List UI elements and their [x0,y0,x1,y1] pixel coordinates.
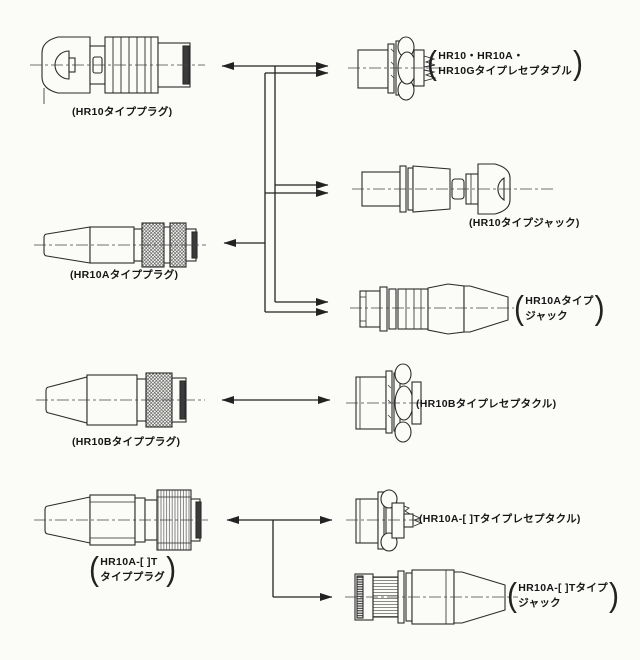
big-paren-close: ) [594,289,605,327]
label-hr10a-t-jack: ( HR10A-[ ]Tタイプ ジャック ) [506,576,620,614]
label-hr10a-t-plug: ( HR10A-[ ]T タイププラグ ) [88,550,177,588]
label-hr10a-jack: ( HR10Aタイプ ジャック ) [513,289,606,327]
big-paren-open: ( [514,289,525,327]
hr10a-t-plug-drawing [34,489,208,551]
hr10a-plug-drawing [34,222,206,268]
label-hr10-receptacle-line2: HR10Gタイプレセプタブル [438,65,573,77]
label-hr10b-plug: (HR10Bタイププラグ) [72,436,181,448]
label-hr10-receptacle: ( HR10・HR10A・ HR10Gタイプレセプタブル ) [426,44,584,82]
label-hr10-plug: (HR10タイププラグ) [72,106,173,118]
label-hr10a-t-jack-line1: HR10A-[ ]Tタイプ [518,582,608,595]
label-hr10a-t-plug-line2: タイププラグ [100,571,166,583]
mating-arrows [221,62,333,601]
label-hr10a-jack-line2: ジャック [525,310,568,322]
hr10b-plug-drawing [36,372,205,428]
label-hr10a-jack-line1: HR10Aタイプ [525,295,594,308]
hr10-jack-drawing [352,163,556,215]
hr10a-jack-drawing [350,283,514,335]
hr10-receptacle-drawing [348,36,442,101]
label-hr10a-t-receptacle: (HR10A-[ ]Tタイプレセプタクル) [419,513,581,525]
label-hr10a-t-plug-line1: HR10A-[ ]T [100,556,158,569]
hr10a-t-jack-drawing [345,569,518,625]
label-hr10a-t-jack-line2: ジャック [518,597,561,609]
label-hr10b-receptacle: (HR10Bタイプレセプタクル) [416,398,557,410]
big-paren-open: ( [507,576,518,614]
big-paren-close: ) [573,44,584,82]
hr10a-t-receptacle-drawing [346,489,424,552]
label-hr10-jack: (HR10タイプジャック) [469,217,580,229]
label-hr10-receptacle-line1: HR10・HR10A・ [438,50,524,63]
big-paren-open: ( [89,550,100,588]
hr10b-receptacle-drawing [346,363,428,443]
label-hr10a-plug: (HR10Aタイププラグ) [70,269,179,281]
big-paren-close: ) [608,576,620,614]
hr10-plug-drawing [30,36,205,104]
big-paren-open: ( [427,44,438,82]
big-paren-close: ) [166,550,177,588]
